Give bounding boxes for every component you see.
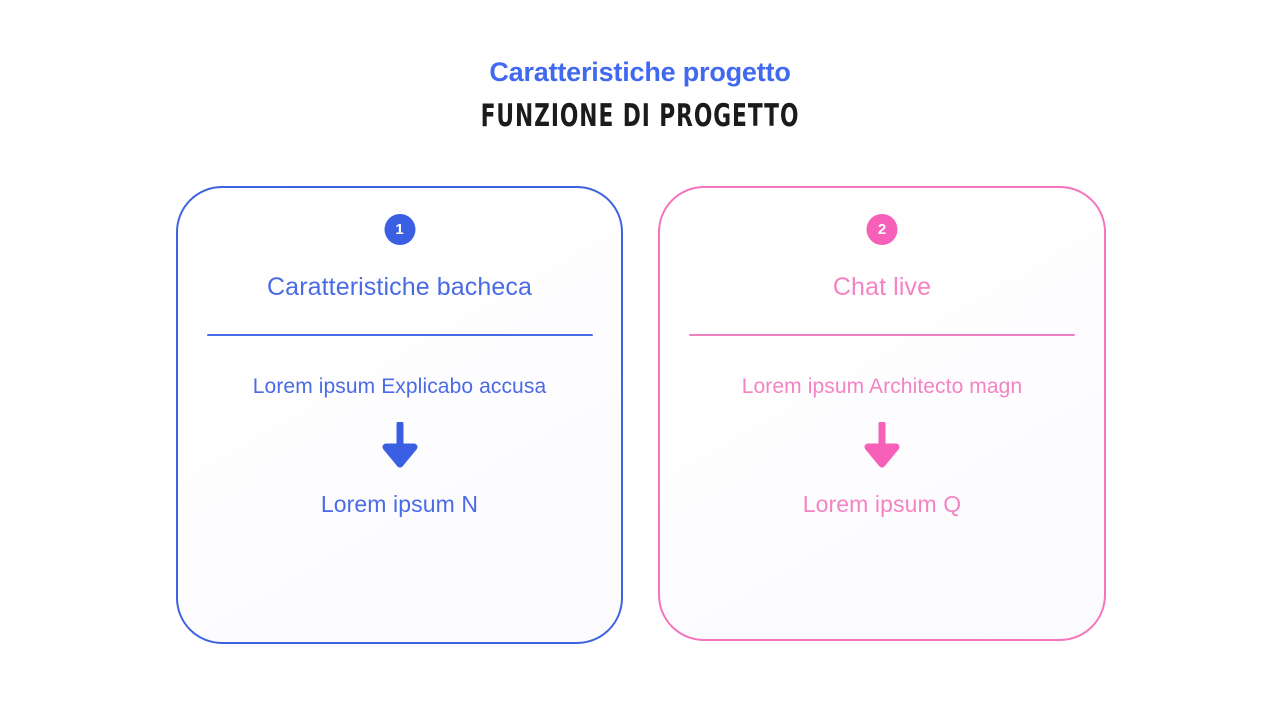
card-2-body: Lorem ipsum Architecto magn Lorem ipsum … [660, 374, 1104, 519]
card-1-number-badge: 1 [384, 214, 415, 245]
card-1-heading: Caratteristiche bacheca [267, 273, 532, 301]
arrow-down-icon [864, 422, 900, 468]
feature-card-group: 1 Caratteristiche bacheca Lorem ipsum Ex… [0, 186, 1280, 646]
feature-card-1[interactable]: 1 Caratteristiche bacheca Lorem ipsum Ex… [176, 186, 623, 644]
card-1-body: Lorem ipsum Explicabo accusa Lorem ipsum… [178, 374, 621, 519]
card-1-body-first-line: Lorem ipsum Explicabo accusa [252, 375, 547, 398]
slide-main-title: FUNZIONE DI PROGETTO [480, 97, 800, 134]
arrow-down-icon [382, 422, 417, 468]
card-2-divider [689, 334, 1075, 337]
slide-header: Caratteristiche progetto FUNZIONE DI PRO… [0, 57, 1280, 134]
card-1-divider [206, 334, 593, 337]
card-2-number-badge: 2 [866, 214, 898, 245]
card-1-body-second-line: Lorem ipsum N [320, 491, 479, 518]
card-2-heading: Chat live [832, 273, 932, 301]
card-2-body-first-line: Lorem ipsum Architecto magn [741, 375, 1023, 398]
card-2-body-second-line: Lorem ipsum Q [802, 491, 962, 518]
slide-eyebrow-title: Caratteristiche progetto [489, 57, 791, 87]
feature-card-2[interactable]: 2 Chat live Lorem ipsum Architecto magn … [658, 186, 1106, 641]
